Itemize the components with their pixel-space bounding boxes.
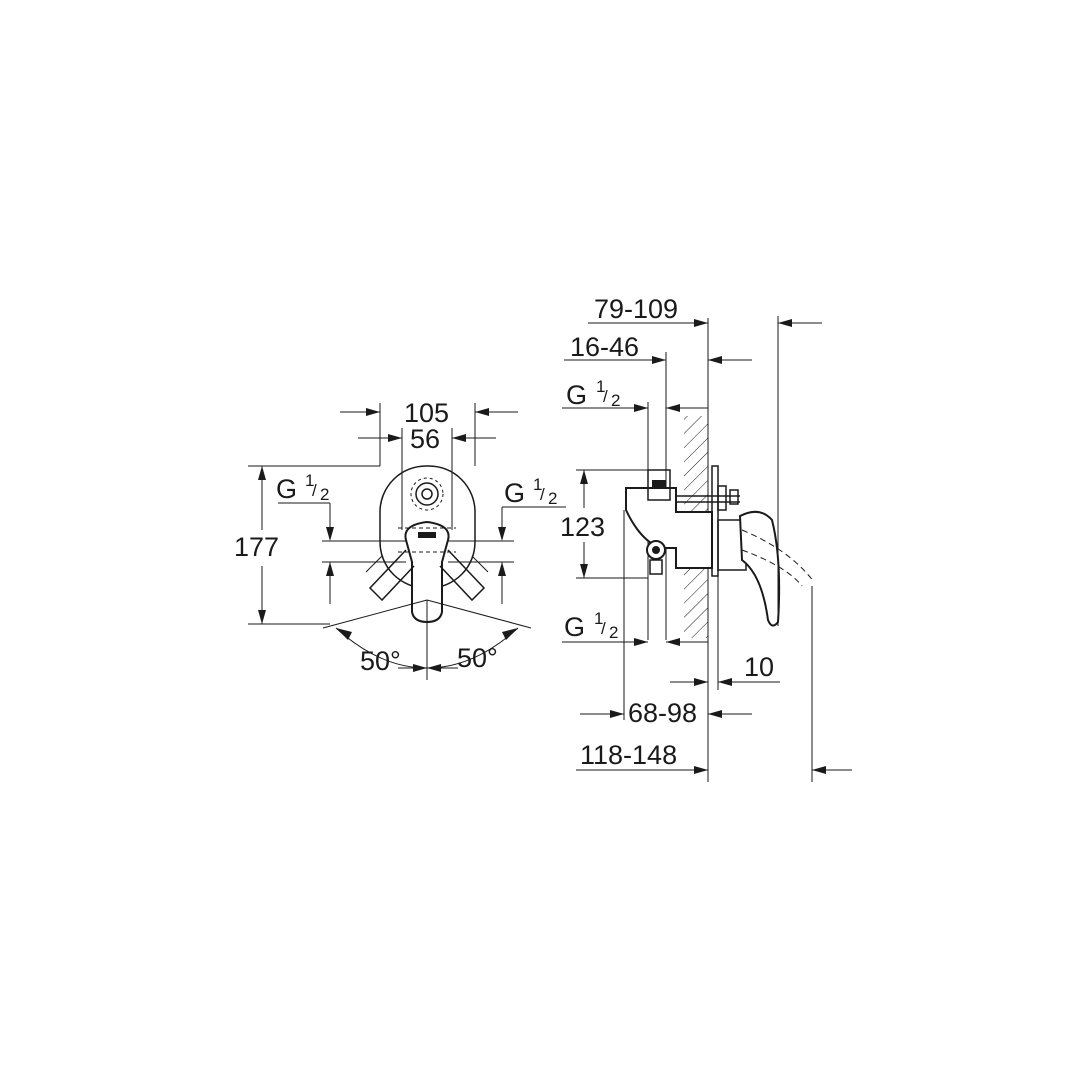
dim-16-46-label: 16-46 [570,332,639,362]
connection-bottom-den: 2 [609,623,618,642]
dim-68-98: 68-98 [580,698,752,728]
svg-text:/: / [540,485,545,504]
diverter-knob [410,477,444,511]
connection-left-num: 1 [305,471,314,490]
connection-top-g: G [566,380,587,410]
connection-right-g: G [504,478,525,508]
svg-text:/: / [603,387,608,406]
angle-dims: 50° 50° [322,599,532,676]
connection-right-num: 1 [533,475,542,494]
dim-105-label: 105 [404,398,449,428]
connection-right: G 1 / 2 [448,475,566,604]
dim-123: 123 [560,469,648,579]
dim-10-label: 10 [744,652,774,682]
dim-118-148: 118-148 [576,586,852,782]
dim-177-label: 177 [234,532,279,562]
connection-bottom: G 1 / 2 [562,510,708,720]
side-lever [717,510,815,627]
dim-177: 177 [234,465,380,625]
dim-10: 10 [670,576,780,690]
dim-118-148-label: 118-148 [580,740,677,770]
connection-top-num: 1 [596,377,605,396]
connection-top: G 1 / 2 [562,377,708,412]
connection-top-den: 2 [611,391,620,410]
valve-body [625,469,740,575]
dim-56-label: 56 [410,424,440,454]
dim-123-label: 123 [560,512,605,542]
dim-105: 105 [340,398,518,466]
svg-text:/: / [601,619,606,638]
connection-left-den: 2 [320,485,329,504]
dim-68-98-label: 68-98 [628,698,697,728]
dim-79-109: 79-109 [588,294,822,626]
lever-handle [365,520,489,624]
angle-right-label: 50° [457,643,498,673]
side-view: 79-109 16-46 G 1 / 2 [560,294,852,782]
connection-bottom-g: G [564,612,585,642]
connection-bottom-num: 1 [594,609,603,628]
connection-right-den: 2 [548,489,557,508]
connection-left: G 1 / 2 [276,471,406,604]
dim-79-109-label: 79-109 [594,294,678,324]
dim-16-46: 16-46 [564,332,752,364]
front-view: 105 56 177 G 1 / 2 [234,398,566,680]
connection-left-g: G [276,474,297,504]
angle-left-label: 50° [360,646,401,676]
dim-56: 56 [358,424,496,530]
svg-text:/: / [312,481,317,500]
